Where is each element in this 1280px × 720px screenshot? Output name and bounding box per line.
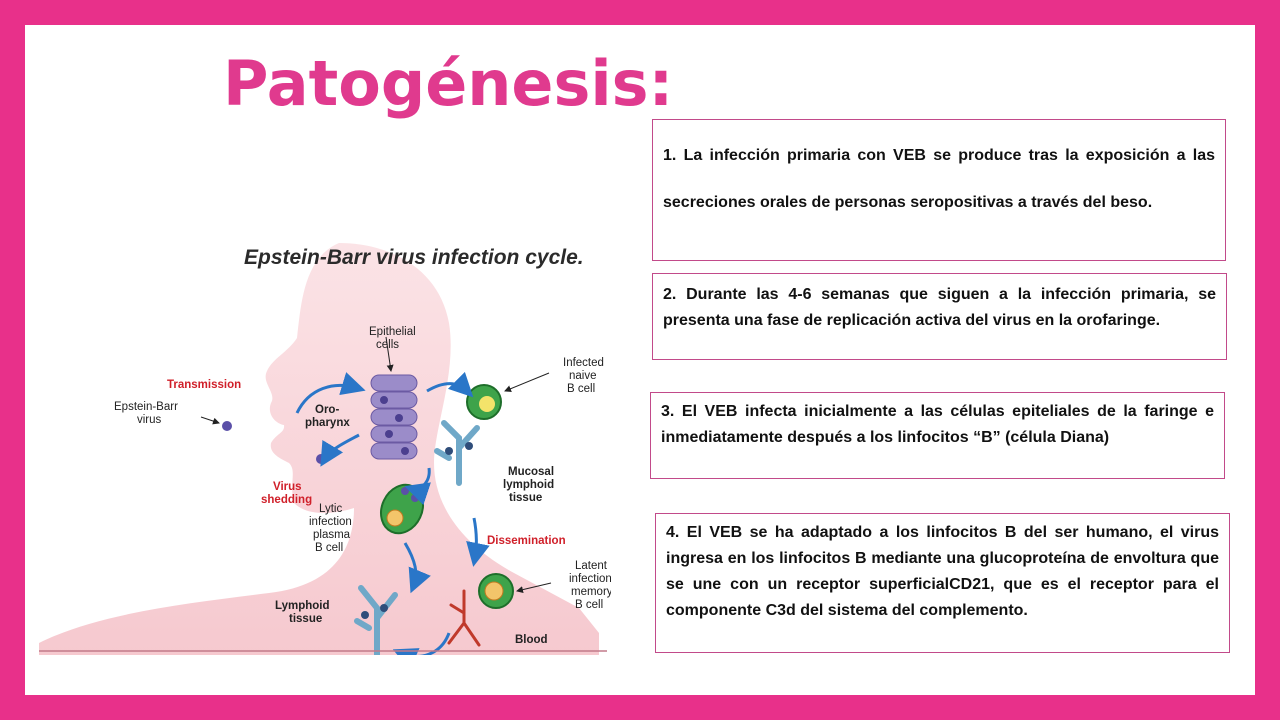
dissemination-label: Dissemination [487, 535, 566, 547]
head-silhouette [39, 243, 599, 655]
info-box-3: 3. El VEB infecta inicialmente a las cél… [650, 392, 1225, 479]
blood-vessel-icon [447, 589, 481, 647]
infected-naive-b-cell-icon [466, 384, 502, 420]
oropharynx-label: Oro- pharynx [305, 404, 350, 429]
lytic-infection-label: Lytic infection plasma B cell [309, 503, 355, 554]
epstein-barr-virus-label: Epstein-Barr virus [114, 401, 181, 426]
lymphoid-tissue-label: Lymphoid tissue [275, 600, 333, 625]
info-box-1: 1. La infección primaria con VEB se prod… [652, 119, 1226, 261]
info-box-2: 2. Durante las 4-6 semanas que siguen a … [652, 273, 1227, 360]
epithelial-cells [370, 374, 418, 460]
pointer-lines [200, 336, 552, 594]
latent-memory-b-cell-icon [478, 573, 514, 609]
slide: Patogénesis: Epstein-Barr virus infectio… [25, 25, 1255, 695]
mucosal-lymphoid-tissue-label: Mucosal lymphoid tissue [503, 466, 557, 504]
cycle-arrows [295, 371, 490, 655]
transmission-label: Transmission [167, 379, 241, 391]
latent-infection-label: Latent infection memory B cell [569, 560, 611, 611]
blood-label: Blood [515, 634, 548, 646]
ebv-infection-diagram: Epstein-Barr virus infection cycle. [39, 213, 611, 655]
diagram-title: Epstein-Barr virus infection cycle. [244, 246, 584, 269]
slide-title: Patogénesis: [223, 47, 674, 120]
mucosal-lymphoid-tissue-icon [434, 420, 480, 486]
infected-naive-b-cell-label: Infected naive B cell [563, 357, 607, 395]
virus-particle-icon [222, 421, 232, 431]
virus-shedding-label: Virus shedding [261, 481, 312, 506]
diagram-svg: Epstein-Barr virus infection cycle. [39, 243, 611, 655]
epithelial-cells-label: Epithelial cells [369, 326, 419, 351]
lymphoid-tissue-icon [354, 585, 398, 655]
virus-particle-icon [316, 454, 326, 464]
info-box-4: 4. El VEB se ha adaptado a los linfocito… [655, 513, 1230, 653]
